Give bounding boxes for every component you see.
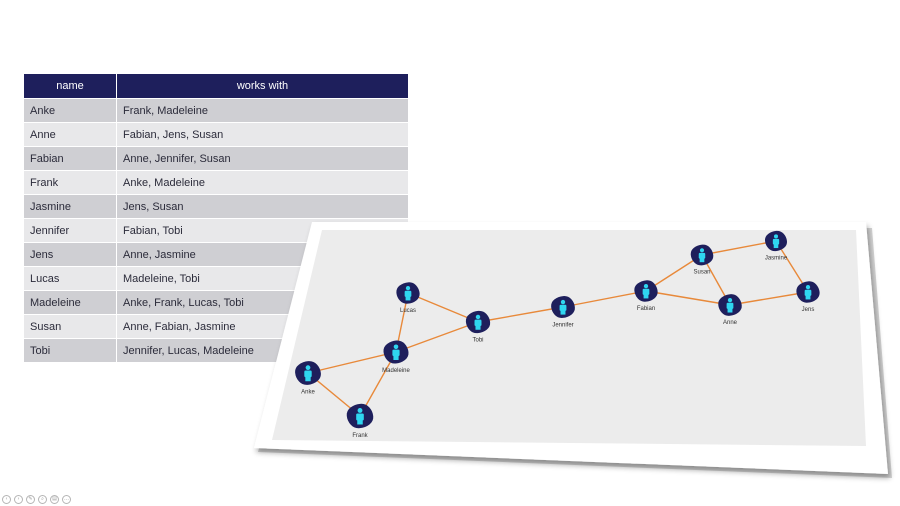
cell-name: Jennifer — [24, 218, 117, 243]
person-icon — [804, 285, 812, 300]
pen-icon[interactable]: ✎ — [26, 495, 35, 504]
cell-name: Anne — [24, 122, 117, 147]
zoom-icon[interactable]: ⌕ — [38, 495, 47, 504]
edge-tobi-jennifer — [477, 306, 564, 323]
node-label: Lucas — [400, 308, 416, 314]
node-label: Susan — [693, 270, 710, 276]
node-jennifer: Jennifer — [551, 296, 575, 328]
node-anne: Anne — [718, 294, 742, 326]
node-label: Jennifer — [552, 322, 573, 328]
person-icon — [772, 234, 780, 249]
cell-works-with: Anne, Jennifer, Susan — [116, 146, 408, 171]
table-header-row: name works with — [24, 74, 408, 99]
node-label: Anke — [301, 389, 315, 395]
edge-anne-jens — [729, 291, 809, 306]
edge-fabian-anne — [645, 290, 731, 306]
person-icon — [474, 314, 482, 330]
cell-name: Frank — [24, 170, 117, 195]
cell-name: Tobi — [24, 338, 117, 362]
person-icon — [404, 286, 412, 301]
cell-name: Jens — [24, 242, 117, 267]
cell-name: Susan — [24, 314, 117, 339]
person-icon — [304, 365, 312, 382]
presentation-toolbar: ‹›✎⌕▤… — [2, 495, 71, 504]
node-label: Jasmine — [765, 255, 788, 261]
node-fabian: Fabian — [634, 280, 658, 312]
cell-name: Fabian — [24, 146, 117, 171]
node-madeleine: Madeleine — [382, 340, 411, 374]
person-icon — [392, 344, 400, 360]
node-label: Jens — [802, 307, 815, 313]
cell-name: Lucas — [24, 266, 117, 291]
cell-works-with: Jens, Susan — [116, 194, 408, 219]
edge-jennifer-fabian — [562, 290, 647, 308]
slides-icon[interactable]: ▤ — [50, 495, 59, 504]
cell-works-with: Fabian, Jens, Susan — [116, 122, 408, 147]
cell-works-with: Anke, Madeleine — [116, 170, 408, 195]
prev-icon[interactable]: ‹ — [2, 495, 11, 504]
person-icon — [726, 297, 734, 313]
node-susan: Susan — [690, 244, 714, 276]
more-icon[interactable]: … — [62, 495, 71, 504]
person-icon — [559, 299, 567, 315]
cell-name: Jasmine — [24, 194, 117, 219]
node-label: Tobi — [472, 338, 483, 344]
node-jens: Jens — [796, 281, 820, 313]
edge-tobi-madeleine — [395, 321, 479, 353]
node-lucas: Lucas — [396, 282, 420, 314]
node-label: Frank — [352, 433, 368, 439]
edge-susan-jasmine — [701, 240, 777, 256]
node-frank: Frank — [346, 403, 374, 439]
node-tobi: Tobi — [465, 310, 491, 344]
node-label: Anne — [723, 320, 738, 326]
person-icon — [698, 248, 706, 263]
cell-works-with: Frank, Madeleine — [116, 98, 408, 123]
edge-madeleine-anke — [307, 351, 397, 374]
node-label: Madeleine — [382, 368, 410, 374]
person-icon — [642, 284, 650, 299]
node-label: Fabian — [637, 306, 655, 312]
cell-name: Madeleine — [24, 290, 117, 315]
header-name: name — [24, 74, 117, 99]
edge-lucas-tobi — [407, 292, 479, 323]
person-icon — [356, 408, 364, 425]
next-icon[interactable]: › — [14, 495, 23, 504]
header-works-with: works with — [116, 74, 408, 99]
cell-name: Anke — [24, 98, 117, 123]
node-anke: Anke — [295, 361, 321, 395]
node-jasmine: Jasmine — [765, 230, 788, 261]
